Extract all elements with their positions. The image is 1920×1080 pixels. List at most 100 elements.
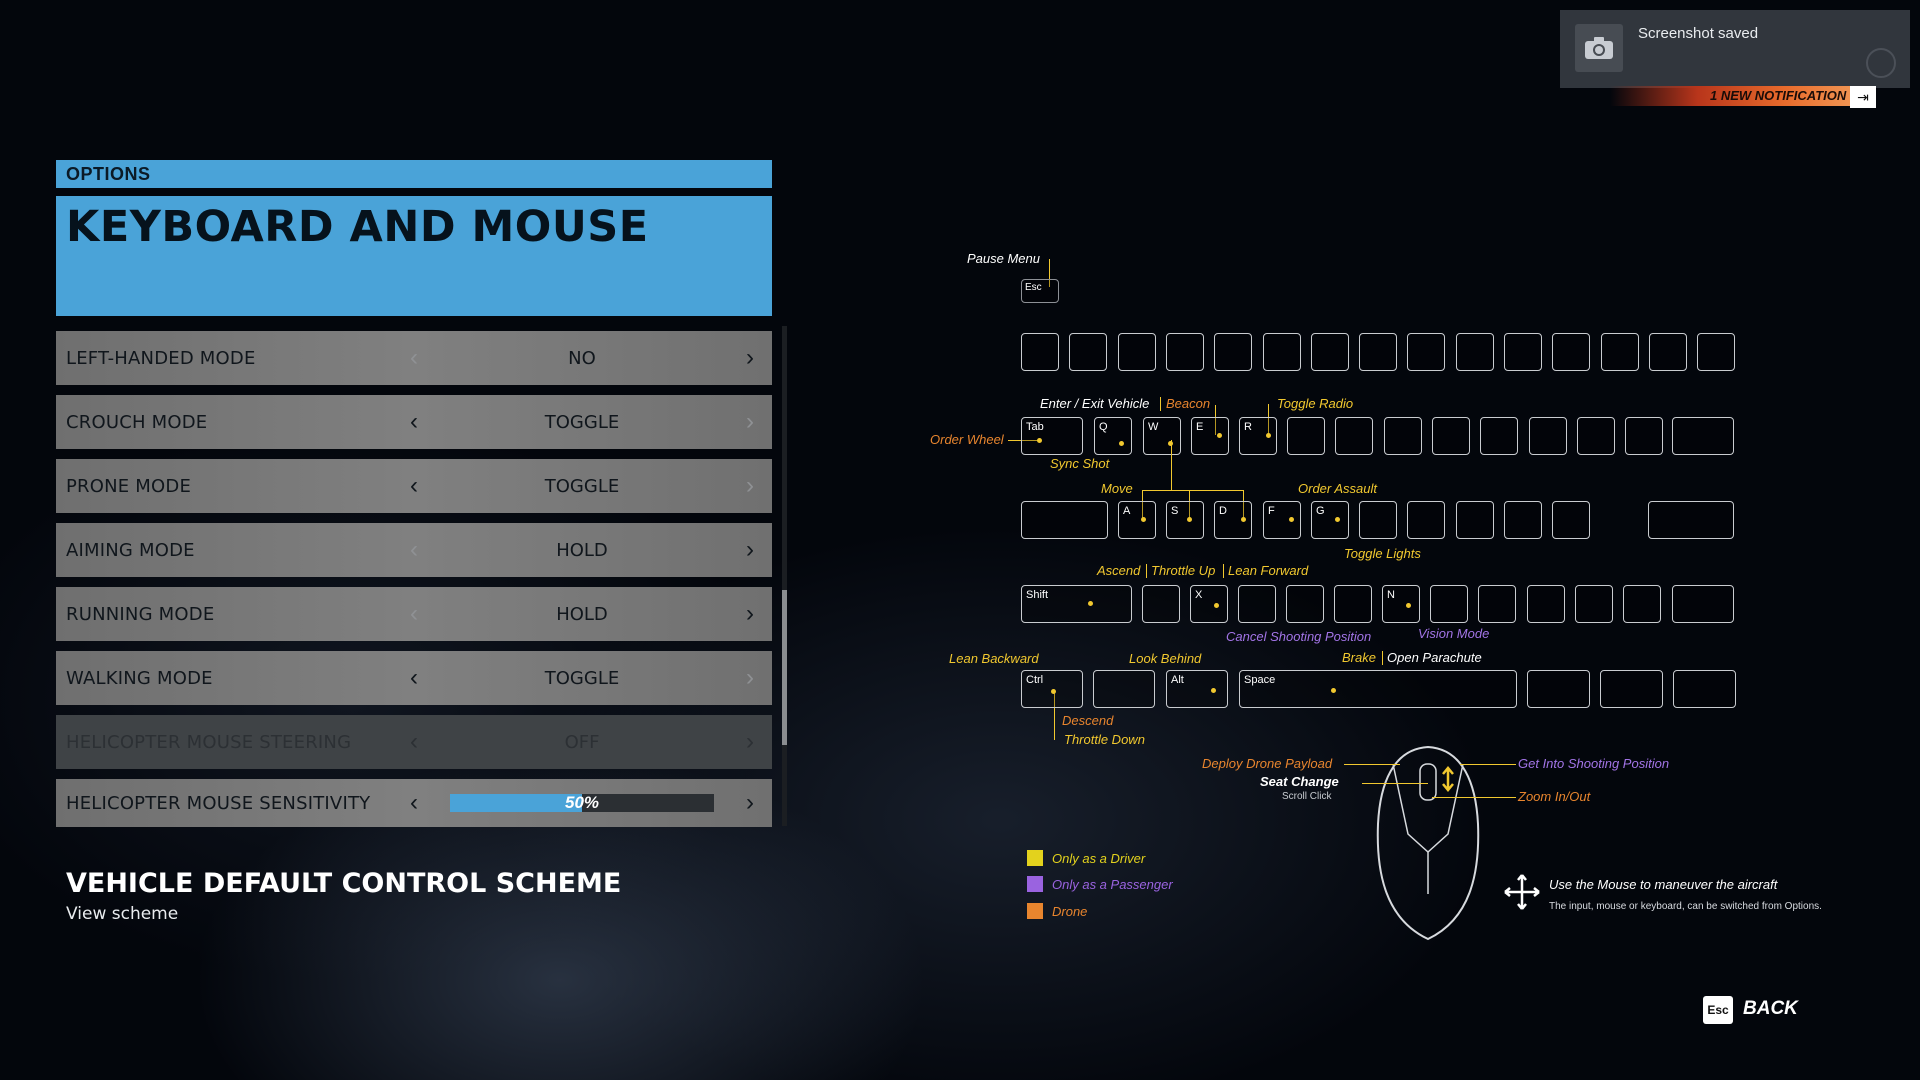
key-blank <box>1576 417 1615 455</box>
key-r: R <box>1239 417 1277 455</box>
sensitivity-slider[interactable]: 50% <box>450 794 714 812</box>
toast-message: Screenshot saved <box>1638 25 1759 42</box>
key-blank <box>1069 333 1108 371</box>
key-w: W <box>1143 417 1181 455</box>
binding-order-assault: Order Assault <box>1298 481 1377 496</box>
key-blank <box>1021 333 1059 371</box>
option-row-helicopter-mouse-steering: HELICOPTER MOUSE STEERING ‹ OFF › <box>56 715 772 769</box>
key-win <box>1093 670 1155 708</box>
chevron-left-icon[interactable]: ‹ <box>410 789 418 816</box>
option-row-helicopter-mouse-sensitivity[interactable]: HELICOPTER MOUSE SENSITIVITY ‹ 50% › <box>56 779 772 827</box>
option-label: RUNNING MODE <box>66 603 215 625</box>
key-label: Space <box>1244 674 1276 686</box>
option-value: TOGGLE <box>544 475 620 497</box>
option-row-running-mode[interactable]: RUNNING MODE ‹ HOLD › <box>56 587 772 641</box>
chevron-right-icon[interactable]: › <box>746 600 754 627</box>
mouse-info-subtitle: The input, mouse or keyboard, can be swi… <box>1549 901 1822 912</box>
binding-order-wheel: Order Wheel <box>930 432 1004 447</box>
key-x: X <box>1190 585 1228 623</box>
chevron-left-icon[interactable]: ‹ <box>410 600 418 627</box>
option-row-aiming-mode[interactable]: AIMING MODE ‹ HOLD › <box>56 523 772 577</box>
key-label: Esc <box>1025 282 1042 293</box>
legend-label-passenger: Only as a Passenger <box>1052 877 1173 892</box>
key-caps-lock <box>1021 501 1108 539</box>
key-label: E <box>1196 421 1204 433</box>
option-row-left-handed-mode[interactable]: LEFT-HANDED MODE ‹ NO › <box>56 331 772 385</box>
key-blank <box>1431 417 1470 455</box>
key-blank <box>1407 333 1446 371</box>
legend-swatch-drone <box>1027 903 1043 919</box>
back-key-badge[interactable]: Esc <box>1703 996 1733 1024</box>
binding-throttle-up: Throttle Up <box>1151 563 1216 578</box>
key-d: D <box>1214 501 1252 539</box>
key-blank <box>1310 333 1349 371</box>
options-section-label: OPTIONS <box>56 160 772 188</box>
key-left-shift: Shift <box>1021 585 1132 623</box>
mouse-diagram-icon <box>1368 744 1488 944</box>
binding-open-parachute: Open Parachute <box>1387 650 1482 665</box>
option-row-prone-mode[interactable]: PRONE MODE ‹ TOGGLE › <box>56 459 772 513</box>
option-row-crouch-mode[interactable]: CROUCH MODE ‹ TOGGLE › <box>56 395 772 449</box>
chevron-left-icon[interactable]: ‹ <box>410 536 418 563</box>
option-label: CROUCH MODE <box>66 411 208 433</box>
binding-get-into-shooting-position: Get Into Shooting Position <box>1518 756 1670 771</box>
key-e: E <box>1191 417 1229 455</box>
option-value: HOLD <box>556 603 608 625</box>
scrollbar-track[interactable] <box>782 326 787 826</box>
chevron-right-icon[interactable]: › <box>746 344 754 371</box>
option-value: OFF <box>564 731 600 753</box>
binding-lean-backward: Lean Backward <box>949 651 1039 666</box>
key-label: Alt <box>1171 674 1184 686</box>
key-blank <box>1697 333 1736 371</box>
key-g: G <box>1311 501 1349 539</box>
binding-beacon: Beacon <box>1166 396 1211 411</box>
key-blank <box>1672 417 1734 455</box>
option-value: TOGGLE <box>544 411 620 433</box>
legend-label-drone: Drone <box>1052 904 1088 919</box>
page-title: KEYBOARD AND MOUSE <box>56 196 772 316</box>
chevron-left-icon[interactable]: ‹ <box>410 408 418 435</box>
binding-throttle-down: Throttle Down <box>1064 732 1145 747</box>
binding-move: Move <box>1101 481 1133 496</box>
key-blank <box>1383 417 1422 455</box>
option-row-walking-mode[interactable]: WALKING MODE ‹ TOGGLE › <box>56 651 772 705</box>
key-blank <box>1526 585 1565 623</box>
key-label: N <box>1387 589 1395 601</box>
chevron-right-icon[interactable]: › <box>746 408 754 435</box>
legend-swatch-driver <box>1027 850 1043 866</box>
scrollbar-thumb[interactable] <box>782 590 787 745</box>
chevron-left-icon[interactable]: ‹ <box>410 344 418 371</box>
chevron-right-icon[interactable]: › <box>746 664 754 691</box>
chevron-right-icon[interactable]: › <box>746 472 754 499</box>
view-scheme-link[interactable]: View scheme <box>66 904 179 924</box>
key-blank <box>1287 417 1325 455</box>
option-label: HELICOPTER MOUSE SENSITIVITY <box>66 792 371 814</box>
chevron-left-icon[interactable]: ‹ <box>410 664 418 691</box>
key-z <box>1142 585 1180 623</box>
back-button[interactable]: BACK <box>1743 998 1798 1019</box>
key-blank <box>1359 501 1397 539</box>
binding-cancel-shooting-position: Cancel Shooting Position <box>1226 629 1372 644</box>
key-a: A <box>1118 501 1156 539</box>
option-value: HOLD <box>556 539 608 561</box>
move-arrows-icon <box>1502 872 1542 912</box>
key-label: Ctrl <box>1026 674 1044 686</box>
notification-count: 1 NEW NOTIFICATION <box>1710 88 1847 103</box>
notification-strip <box>1610 86 1860 106</box>
key-label: X <box>1195 589 1203 601</box>
key-label: G <box>1316 505 1325 517</box>
chevron-right-icon[interactable]: › <box>746 536 754 563</box>
chevron-right-icon[interactable]: › <box>746 789 754 816</box>
key-blank <box>1504 333 1542 371</box>
binding-brake: Brake <box>1342 650 1376 665</box>
legend-label-driver: Only as a Driver <box>1052 851 1146 866</box>
key-blank <box>1214 333 1253 371</box>
key-blank <box>1672 585 1734 623</box>
key-blank <box>1430 585 1468 623</box>
binding-toggle-lights: Toggle Lights <box>1344 546 1421 561</box>
key-blank <box>1238 585 1276 623</box>
key-blank <box>1262 333 1301 371</box>
chevron-left-icon[interactable]: ‹ <box>410 472 418 499</box>
key-blank <box>1407 501 1446 539</box>
open-notification-icon[interactable]: ⇥ <box>1850 86 1876 108</box>
